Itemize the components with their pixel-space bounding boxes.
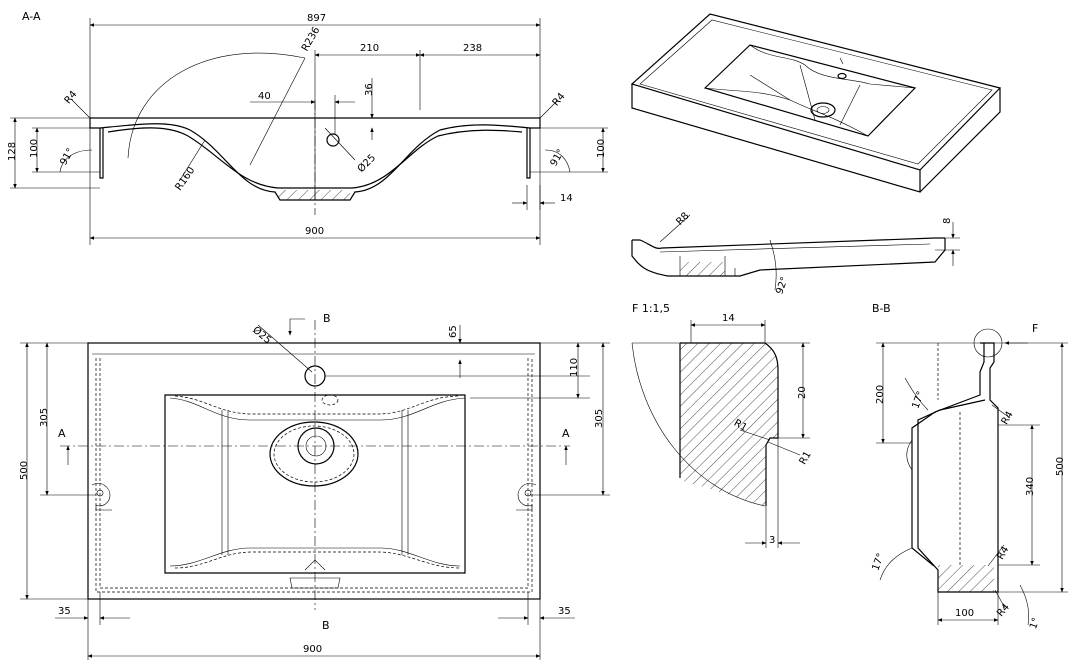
dim-40: 40 [258,91,271,102]
cut-a-right: A [562,427,570,440]
radius-r1-b: R1 [798,450,814,467]
radius-r8: R8 [674,211,691,228]
dim-100-bb: 100 [955,608,974,619]
radius-r4-c: R4 [995,602,1012,619]
angle-91-left: 91° [58,147,76,168]
radius-r4-left: R4 [63,89,80,106]
radius-r236: R236 [300,25,323,53]
dim-305-left: 305 [39,408,50,427]
arrow-f-label: F [1032,322,1038,335]
section-aa-view: A-A 897 210 238 R236 40 36 [7,10,608,245]
dim-900-aa: 900 [305,226,324,237]
dim-35-left: 35 [58,606,71,617]
dim-20-f: 20 [797,386,808,399]
dim-128: 128 [7,142,18,161]
radius-r4-right: R4 [551,91,568,108]
dim-14-aa: 14 [560,193,573,204]
angle-92: 92° [774,276,790,296]
isometric-view [630,13,1002,193]
angle-17-bottom: 17° [870,552,886,572]
side-view: R8 92° 8 [631,211,960,296]
detail-f-title: F 1:1,5 [632,302,670,315]
dim-110: 110 [569,358,580,377]
dim-35-right: 35 [558,606,571,617]
dim-100-left: 100 [29,139,40,158]
dim-340: 340 [1025,477,1036,496]
dim-3-f: 3 [769,535,775,546]
dim-200: 200 [875,385,886,404]
cut-b-top: B [323,312,331,325]
dim-897: 897 [307,13,326,24]
dim-238: 238 [463,43,482,54]
cut-a-left: A [58,427,66,440]
section-bb-title: B-B [872,302,891,315]
detail-f-view: F 1:1,5 14 20 R1 R1 3 [631,302,814,548]
dim-36: 36 [364,83,375,96]
cut-b-bottom: B [322,619,330,632]
plan-view: B B A A Ø25 65 110 305 305 500 [19,312,610,660]
dim-210: 210 [360,43,379,54]
dim-305-right: 305 [594,409,605,428]
dia-25-section: Ø25 [355,152,378,175]
radius-r160: R160 [173,165,197,193]
dim-500-bb: 500 [1055,457,1066,476]
dim-900-plan: 900 [303,644,322,655]
dim-8: 8 [942,218,953,224]
angle-1: 1° [1028,616,1042,630]
angle-17-top: 17° [910,390,926,410]
dim-100-right: 100 [596,139,607,158]
section-bb-view: B-B F 200 17° R4 500 340 R4 [870,302,1068,631]
dim-65: 65 [448,325,459,338]
dim-500-plan: 500 [19,461,30,480]
section-aa-title: A-A [22,10,41,23]
dim-14-f: 14 [722,313,735,324]
